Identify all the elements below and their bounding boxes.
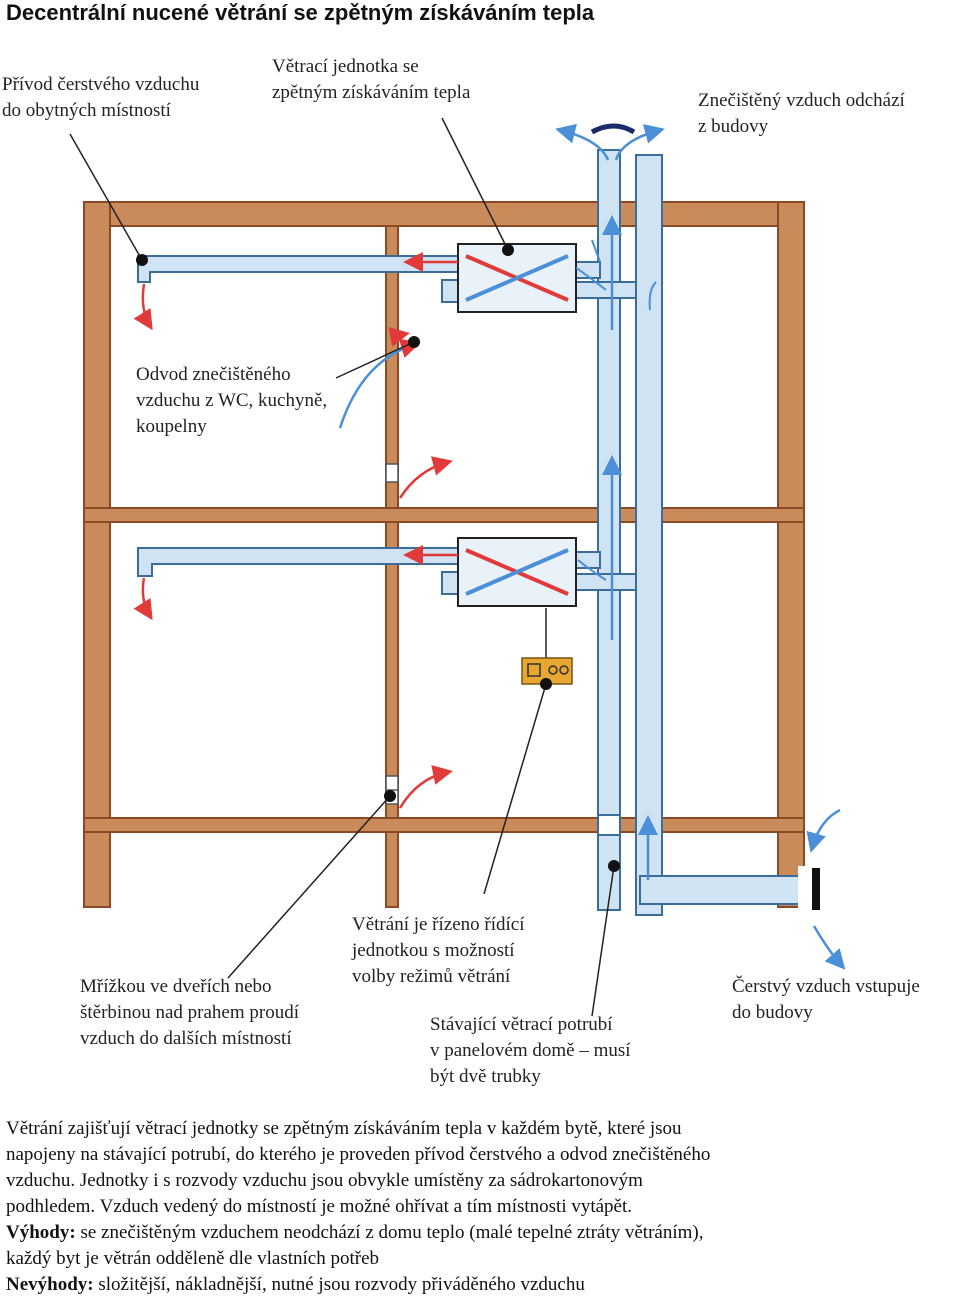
disadvantages: Nevýhody: složitější, nákladnější, nutné… [6,1272,954,1298]
label-control-unit: Větrání je řízeno řídící jednotkou s mož… [352,914,525,987]
upper-unit [457,243,577,313]
advantages-text-2: každý byt je větrán odděleně dle vlastní… [6,1248,380,1269]
description-line: Větrání zajišťují větrací jednotky se zp… [6,1118,682,1139]
description-line: vzduchu. Jednotky i s rozvody vzduchu js… [6,1170,643,1191]
advantages-label: Výhody: [6,1222,76,1243]
label-fresh-supply: Přívod čerstvého vzduchu do obytných mís… [2,74,200,121]
building-frame [83,201,805,908]
existing-duct [597,149,818,916]
description-line: podhledem. Vzduch vedený do místností je… [6,1196,633,1217]
leader-dots [136,244,620,872]
lower-unit [457,537,577,607]
description-line: napojeny na stávající potrubí, do kteréh… [6,1144,711,1165]
label-fresh-air-in: Čerstvý vzduch vstupuje do budovy [732,976,920,1023]
label-door-grille: Mřížkou ve dveřích nebo štěrbinou nad pr… [80,976,299,1049]
label-heat-recovery-unit: Větrací jednotka se zpětným získáváním t… [272,56,471,103]
leader-lines [69,117,615,1017]
page-title: Decentrální nucené větrání se zpětným zí… [6,0,595,25]
advantages: Výhody: se znečištěným vzduchem neodcház… [6,1220,954,1246]
control-panel-icon [521,608,573,685]
label-existing-duct: Stávající větrací potrubí v panelovém do… [430,1014,631,1087]
roof-cap [590,123,636,135]
label-polluted-air-out: Znečištěný vzduch odchází z budovy [698,90,905,137]
advantages-text: se znečištěným vzduchem neodchází z domu… [75,1222,704,1243]
intake-grille [812,868,820,910]
label-extract: Odvod znečištěného vzduchu z WC, kuchyně… [136,364,328,437]
supply-arrows [133,252,458,809]
disadvantages-label: Nevýhody: [6,1274,94,1295]
disadvantages-text: složitější, nákladnější, nutné jsou rozv… [93,1274,585,1295]
description: Větrání zajišťují větrací jednotky se zp… [6,1116,954,1298]
air-flow-arrows [338,123,846,970]
